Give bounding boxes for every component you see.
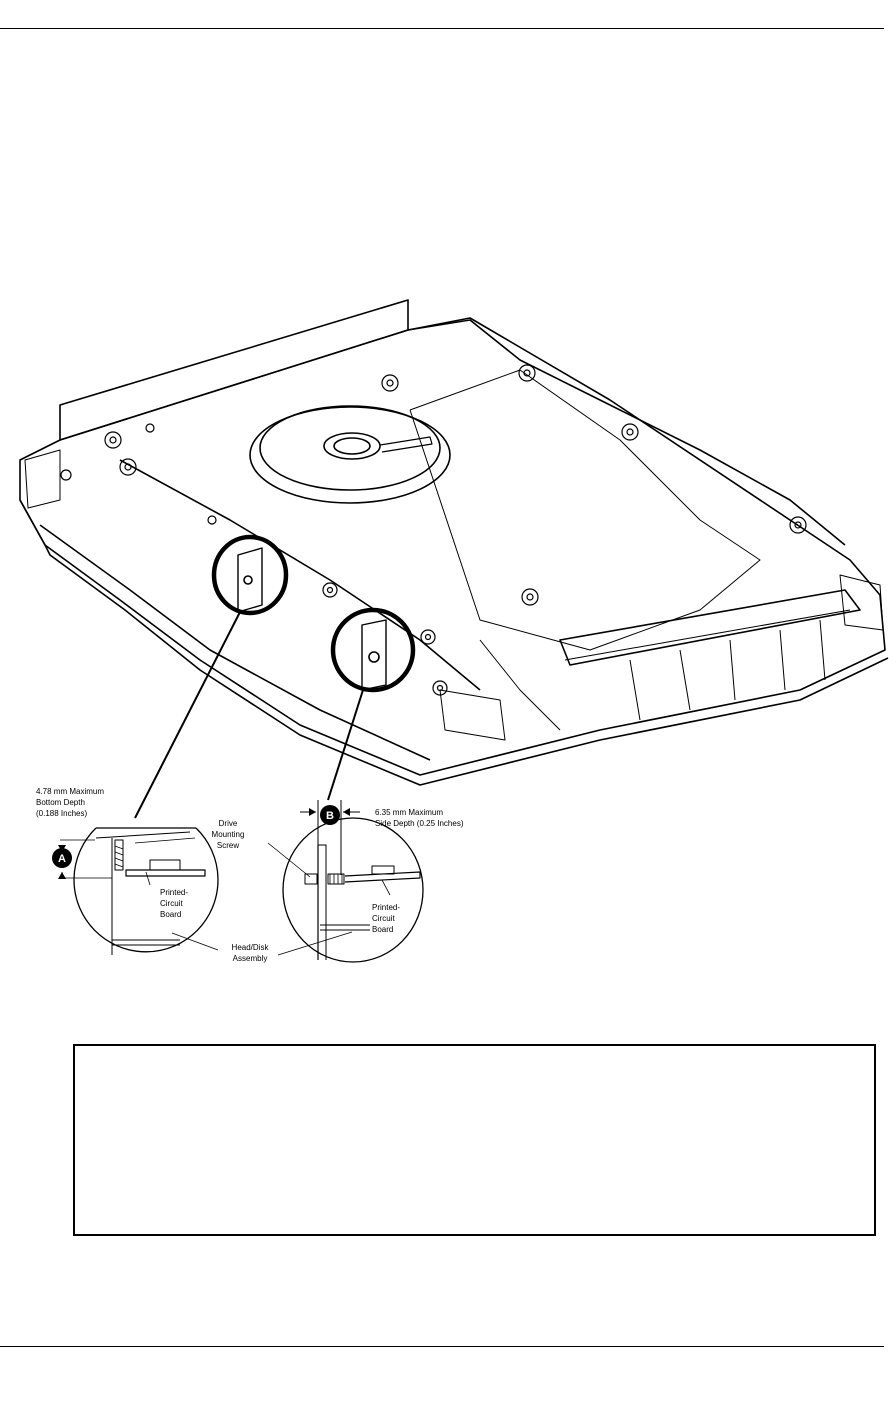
label-pcb-left-line2: Circuit [160, 899, 183, 908]
label-pcb-right-line3: Board [372, 925, 393, 934]
arrow-a-bottom [58, 872, 66, 879]
label-pcb-right-line1: Printed- [372, 903, 400, 912]
label-drive-screw: Drive Mounting Screw [212, 819, 245, 850]
hda-leader-right [277, 931, 353, 956]
label-hda: Head/Disk Assembly [232, 943, 270, 963]
detail-b-side-mount [267, 800, 424, 963]
mounting-tab-side [361, 619, 387, 691]
highlight-circle-side [330, 607, 416, 693]
label-pcb-left-line3: Board [160, 910, 181, 919]
label-drive-screw-line3: Screw [217, 841, 239, 850]
drive-body [19, 299, 889, 786]
footer-rule [0, 1346, 884, 1347]
label-bottom-depth-line3: (0.188 Inches) [36, 809, 87, 818]
hda-leader-left [171, 932, 219, 951]
callout-b-letter: B [326, 810, 334, 822]
label-bottom-depth-line2: Bottom Depth [36, 798, 85, 807]
arrow-b-right [343, 808, 350, 816]
label-drive-screw-line1: Drive [219, 819, 238, 828]
label-pcb-left-line1: Printed- [160, 888, 188, 897]
leader-line-b [327, 689, 364, 801]
cover-screws [60, 364, 807, 696]
label-bottom-depth: 4.78 mm Maximum Bottom Depth (0.188 Inch… [36, 787, 104, 818]
leader-line-a [134, 611, 241, 819]
callout-a-letter: A [58, 853, 66, 865]
spindle-hub [249, 405, 451, 504]
label-pcb-right-line2: Circuit [372, 914, 395, 923]
label-drive-screw-line2: Mounting [212, 830, 245, 839]
label-hda-line2: Assembly [233, 954, 268, 963]
callout-b: B [320, 805, 340, 825]
label-pcb-left: Printed- Circuit Board [160, 888, 188, 919]
label-pcb-right: Printed- Circuit Board [372, 903, 400, 934]
label-side-depth-line1: 6.35 mm Maximum [375, 808, 443, 817]
label-side-depth-line2: Side Depth (0.25 Inches) [375, 819, 464, 828]
note-box [73, 1044, 876, 1236]
label-hda-line1: Head/Disk [232, 943, 270, 952]
header-rule [0, 28, 884, 29]
arrow-b-left [309, 808, 316, 816]
highlight-circle-bottom [211, 534, 289, 616]
callout-a: A [52, 848, 72, 868]
label-side-depth: 6.35 mm Maximum Side Depth (0.25 Inches) [375, 808, 464, 828]
label-bottom-depth-line1: 4.78 mm Maximum [36, 787, 104, 796]
mounting-tab-bottom [237, 547, 263, 613]
detail-a-bottom-mount [60, 827, 219, 955]
